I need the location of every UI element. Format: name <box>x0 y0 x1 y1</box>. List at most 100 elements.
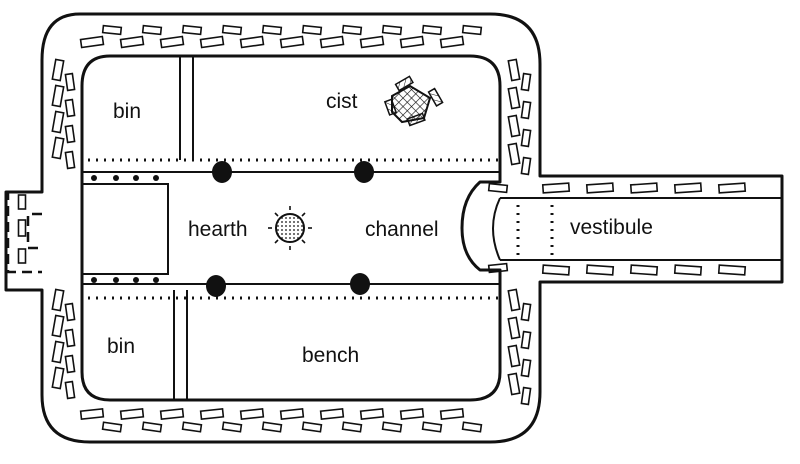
wall-stone <box>51 314 65 338</box>
wall-stone <box>181 24 203 36</box>
vestibule-entrance-curve <box>492 197 501 261</box>
wall-stone <box>507 114 521 138</box>
wall-stone <box>520 156 532 176</box>
wall-stone <box>119 35 145 49</box>
wall-stone <box>301 421 323 433</box>
wall-stone <box>159 407 185 421</box>
wall-stone <box>64 72 76 92</box>
wall-stone <box>51 136 65 160</box>
wall-stone <box>507 316 521 340</box>
wall-stone <box>51 340 65 364</box>
wall-stone <box>399 35 425 49</box>
wall-stone <box>520 100 532 120</box>
wall-stone <box>520 302 532 322</box>
wall-stone <box>221 421 243 433</box>
wall-stone <box>520 358 532 378</box>
wall-stone <box>51 366 65 390</box>
wall-stone <box>717 182 747 194</box>
wall-stone <box>51 58 65 82</box>
hearth-symbol <box>268 206 312 250</box>
wall-stone <box>17 248 27 264</box>
wall-stone <box>64 98 76 118</box>
wall-stone <box>64 150 76 170</box>
wall-stone <box>541 264 571 276</box>
wall-stone <box>439 407 465 421</box>
label-bin-bottom: bin <box>107 335 135 358</box>
label-bin-top: bin <box>113 100 141 123</box>
wall-stone <box>17 194 27 210</box>
wall-stone <box>319 35 345 49</box>
wall-stone <box>520 386 532 406</box>
cist-symbol <box>383 75 444 127</box>
wall-stone <box>673 264 703 276</box>
inner-wall <box>80 54 502 402</box>
wall-stone <box>585 264 615 276</box>
outer-wall <box>4 12 784 444</box>
wall-stone <box>520 330 532 350</box>
annex-dashed-outline <box>6 190 42 274</box>
wall-stone <box>717 264 747 276</box>
recess-dot-row-top <box>91 175 159 181</box>
label-channel: channel <box>365 218 439 241</box>
wall-stone <box>629 264 659 276</box>
wall-stone <box>439 35 465 49</box>
wall-stone <box>17 219 27 237</box>
wall-stone <box>359 407 385 421</box>
label-bench: bench <box>302 344 359 367</box>
wall-stone <box>487 262 509 274</box>
post-hole <box>206 275 226 297</box>
wall-stone <box>64 302 76 322</box>
wall-stone <box>64 380 76 400</box>
wall-stone <box>141 421 163 433</box>
wall-stone <box>673 182 703 194</box>
wall-stone <box>279 407 305 421</box>
wall-stone <box>461 421 483 433</box>
wall-stone <box>629 182 659 194</box>
wall-stone <box>507 372 521 396</box>
wall-stone <box>507 142 521 166</box>
wall-stone <box>51 110 65 134</box>
wall-stone <box>507 86 521 110</box>
wall-stone <box>64 354 76 374</box>
wall-stone <box>461 24 483 36</box>
wall-stone <box>279 35 305 49</box>
wall-stone <box>520 72 532 92</box>
wall-stone <box>341 421 363 433</box>
post-hole <box>350 273 370 295</box>
wall-stone <box>119 407 145 421</box>
label-cist: cist <box>326 90 358 113</box>
wall-stone <box>101 24 123 36</box>
wall-stone <box>399 407 425 421</box>
wall-stone <box>381 421 403 433</box>
wall-stone <box>64 328 76 348</box>
wall-stone <box>141 24 163 36</box>
wall-stone <box>421 421 443 433</box>
wall-stone <box>64 124 76 144</box>
wall-stone <box>239 407 265 421</box>
wall-stone <box>79 407 105 421</box>
wall-stone <box>507 288 521 312</box>
wall-stone <box>239 35 265 49</box>
wall-stone <box>51 84 65 108</box>
post-hole <box>212 161 232 183</box>
wall-stone <box>199 407 225 421</box>
wall-stone <box>421 24 443 36</box>
wall-stone <box>507 344 521 368</box>
wall-stone <box>381 24 403 36</box>
wall-stone <box>301 24 323 36</box>
wall-stone <box>101 421 123 433</box>
wall-stone <box>51 288 65 312</box>
wall-stone <box>541 182 571 194</box>
wall-stone <box>159 35 185 49</box>
wall-stone <box>221 24 243 36</box>
left-recess <box>81 183 169 275</box>
wall-stones <box>17 24 747 433</box>
wall-stone <box>181 421 203 433</box>
wall-stone <box>507 58 521 82</box>
wall-stone <box>359 35 385 49</box>
wall-stone <box>199 35 225 49</box>
wall-stone <box>487 182 509 194</box>
wall-stone <box>261 421 283 433</box>
recess-dot-row-bottom <box>91 277 159 283</box>
wall-stone <box>341 24 363 36</box>
